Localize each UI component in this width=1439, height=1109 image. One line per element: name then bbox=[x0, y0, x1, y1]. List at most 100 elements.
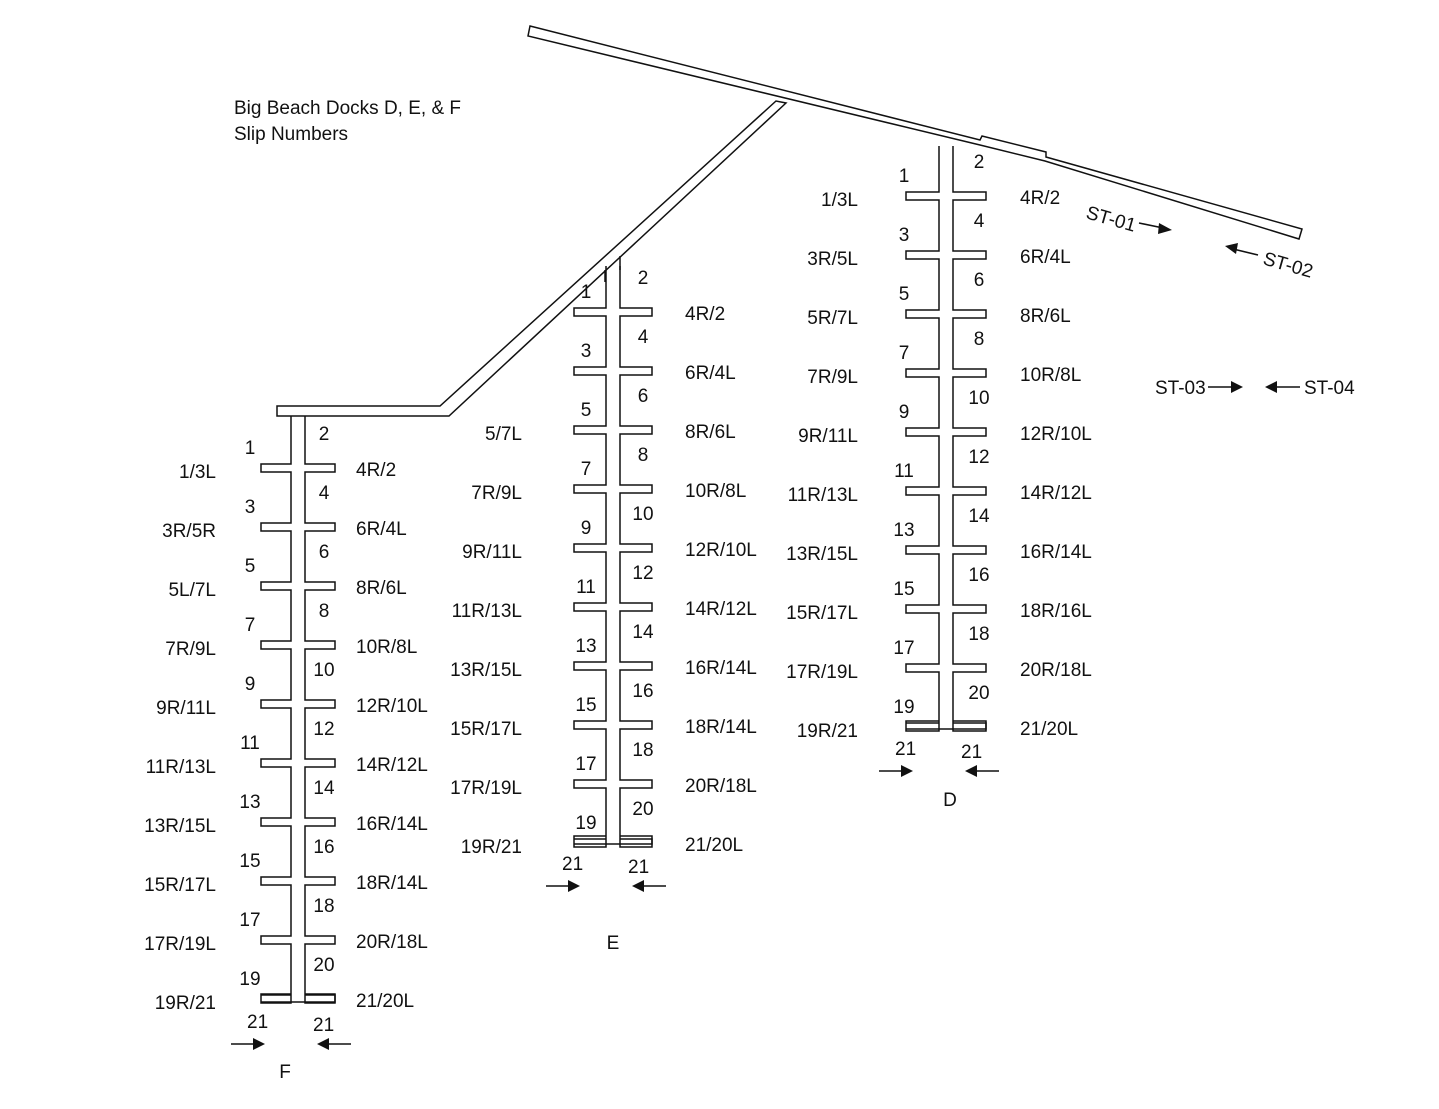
pedestal-label-left: 11R/13L bbox=[146, 757, 216, 778]
slip-number-left: 15 bbox=[893, 579, 914, 600]
diagram-title-line2: Slip Numbers bbox=[234, 124, 348, 145]
dock-outline-left bbox=[573, 266, 653, 848]
pedestal-label-right: 4R/2 bbox=[356, 460, 396, 481]
slip-number-right: 4 bbox=[638, 327, 649, 348]
main-walkway bbox=[527, 25, 1303, 240]
pedestal-label-left: 15R/17L bbox=[450, 719, 522, 740]
slip-number-left: 3 bbox=[899, 225, 910, 246]
dock-outline-left bbox=[905, 146, 987, 732]
slip-number-right: 20 bbox=[632, 799, 653, 820]
pedestal-label-right: 12R/10L bbox=[1020, 424, 1092, 445]
slip-number-right: 20 bbox=[313, 955, 334, 976]
slip-number-left: 13 bbox=[575, 636, 596, 657]
dock-e: 12345678910111213141516171819205/7L7R/9L… bbox=[450, 266, 757, 954]
slip-number-left: 7 bbox=[581, 459, 592, 480]
arrow-right-icon bbox=[1138, 222, 1172, 234]
pedestal-label-right: 12R/10L bbox=[685, 540, 757, 561]
pedestal-label-left: 7R/9L bbox=[165, 639, 216, 660]
pedestal-label-left: 7R/9L bbox=[471, 483, 522, 504]
pedestal-label-left: 17R/19L bbox=[786, 662, 858, 683]
slip-number-left: 13 bbox=[893, 520, 914, 541]
pedestal-label-right: 4R/2 bbox=[1020, 188, 1060, 209]
pedestal-label-left: 1/3L bbox=[821, 190, 858, 211]
arrow-head bbox=[317, 1038, 329, 1050]
pedestal-label-right: 21/20L bbox=[1020, 719, 1078, 740]
slip-number-right: 8 bbox=[638, 445, 649, 466]
pedestal-label-right: 4R/2 bbox=[685, 304, 725, 325]
pedestal-label-left: 1/3L bbox=[179, 462, 216, 483]
dock-outline-right bbox=[619, 266, 653, 848]
slip-number-left: 1 bbox=[899, 166, 910, 187]
pedestal-label-right: 12R/10L bbox=[356, 696, 428, 717]
pedestal-label-left: 19R/21 bbox=[797, 721, 858, 742]
end-slip-right: 21 bbox=[313, 1015, 334, 1036]
slip-number-left: 15 bbox=[239, 851, 260, 872]
pedestal-label-right: 18R/16L bbox=[1020, 601, 1092, 622]
arrow-head bbox=[901, 765, 913, 777]
pedestal-label-left: 9R/11L bbox=[462, 542, 522, 563]
pedestal-label-left: 15R/17L bbox=[786, 603, 858, 624]
slip-number-left: 11 bbox=[894, 461, 914, 482]
slip-number-left: 1 bbox=[581, 282, 592, 303]
slip-number-right: 10 bbox=[632, 504, 653, 525]
slip-number-right: 4 bbox=[974, 211, 985, 232]
pedestal-label-right: 16R/14L bbox=[356, 814, 428, 835]
slip-number-right: 2 bbox=[319, 424, 330, 445]
pedestal-label-right: 14R/12L bbox=[685, 599, 757, 620]
pedestal-label-right: 16R/14L bbox=[685, 658, 757, 679]
slip-number-right: 10 bbox=[968, 388, 989, 409]
slip-number-right: 14 bbox=[632, 622, 654, 643]
dock-label: E bbox=[607, 933, 620, 954]
pedestal-label-left: 13R/15L bbox=[786, 544, 858, 565]
slip-number-left: 19 bbox=[575, 813, 596, 834]
arrow-head bbox=[632, 880, 644, 892]
pedestal-label-left: 5L/7L bbox=[168, 580, 216, 601]
arrow-left-icon bbox=[1265, 381, 1300, 393]
pedestal-label-left: 9R/11L bbox=[798, 426, 858, 447]
pedestal-label-right: 6R/4L bbox=[1020, 247, 1071, 268]
slip-number-right: 20 bbox=[968, 683, 989, 704]
pedestal-label-right: 8R/6L bbox=[685, 422, 736, 443]
station-st04: ST-04 bbox=[1304, 378, 1355, 399]
station-st03: ST-03 bbox=[1155, 378, 1206, 399]
pedestal-label-left: 11R/13L bbox=[452, 601, 522, 622]
pedestal-label-right: 21/20L bbox=[685, 835, 743, 856]
pedestal-label-left: 5R/7L bbox=[807, 308, 858, 329]
dock-label: F bbox=[279, 1062, 291, 1083]
dock-f: 12345678910111213141516171819201/3L3R/5R… bbox=[144, 416, 428, 1083]
slip-number-left: 19 bbox=[239, 969, 260, 990]
slip-number-right: 10 bbox=[313, 660, 334, 681]
slip-number-right: 4 bbox=[319, 483, 330, 504]
slip-number-right: 16 bbox=[313, 837, 334, 858]
pedestal-label-left: 7R/9L bbox=[807, 367, 858, 388]
slip-number-right: 14 bbox=[968, 506, 990, 527]
end-slip-left: 21 bbox=[895, 739, 916, 760]
slip-number-left: 7 bbox=[245, 615, 256, 636]
pedestal-label-right: 10R/8L bbox=[685, 481, 746, 502]
diagram-title-line1: Big Beach Docks D, E, & F bbox=[234, 98, 461, 119]
slip-number-left: 9 bbox=[245, 674, 256, 695]
pedestal-label-left: 17R/19L bbox=[144, 934, 216, 955]
dock-outline-right bbox=[952, 146, 987, 732]
slip-number-right: 12 bbox=[313, 719, 334, 740]
slip-number-left: 17 bbox=[239, 910, 260, 931]
dock-d: 12345678910111213141516171819201/3L3R/5L… bbox=[786, 146, 1092, 811]
pedestal-label-right: 18R/14L bbox=[685, 717, 757, 738]
end-slip-right: 21 bbox=[628, 857, 649, 878]
slip-number-left: 15 bbox=[575, 695, 596, 716]
slip-number-right: 6 bbox=[319, 542, 330, 563]
slip-number-right: 16 bbox=[632, 681, 653, 702]
slip-number-left: 1 bbox=[245, 438, 256, 459]
dock-outline-left bbox=[260, 416, 336, 1004]
slip-number-right: 8 bbox=[974, 329, 985, 350]
pedestal-label-right: 20R/18L bbox=[356, 932, 428, 953]
slip-number-right: 12 bbox=[632, 563, 653, 584]
pedestal-label-right: 8R/6L bbox=[1020, 306, 1071, 327]
end-slip-left: 21 bbox=[562, 854, 583, 875]
slip-number-left: 11 bbox=[240, 733, 260, 754]
slip-number-left: 5 bbox=[581, 400, 592, 421]
dock-label: D bbox=[943, 790, 957, 811]
station-st01: ST-01 bbox=[1084, 203, 1139, 237]
slip-number-right: 14 bbox=[313, 778, 335, 799]
arrow-head bbox=[965, 765, 977, 777]
